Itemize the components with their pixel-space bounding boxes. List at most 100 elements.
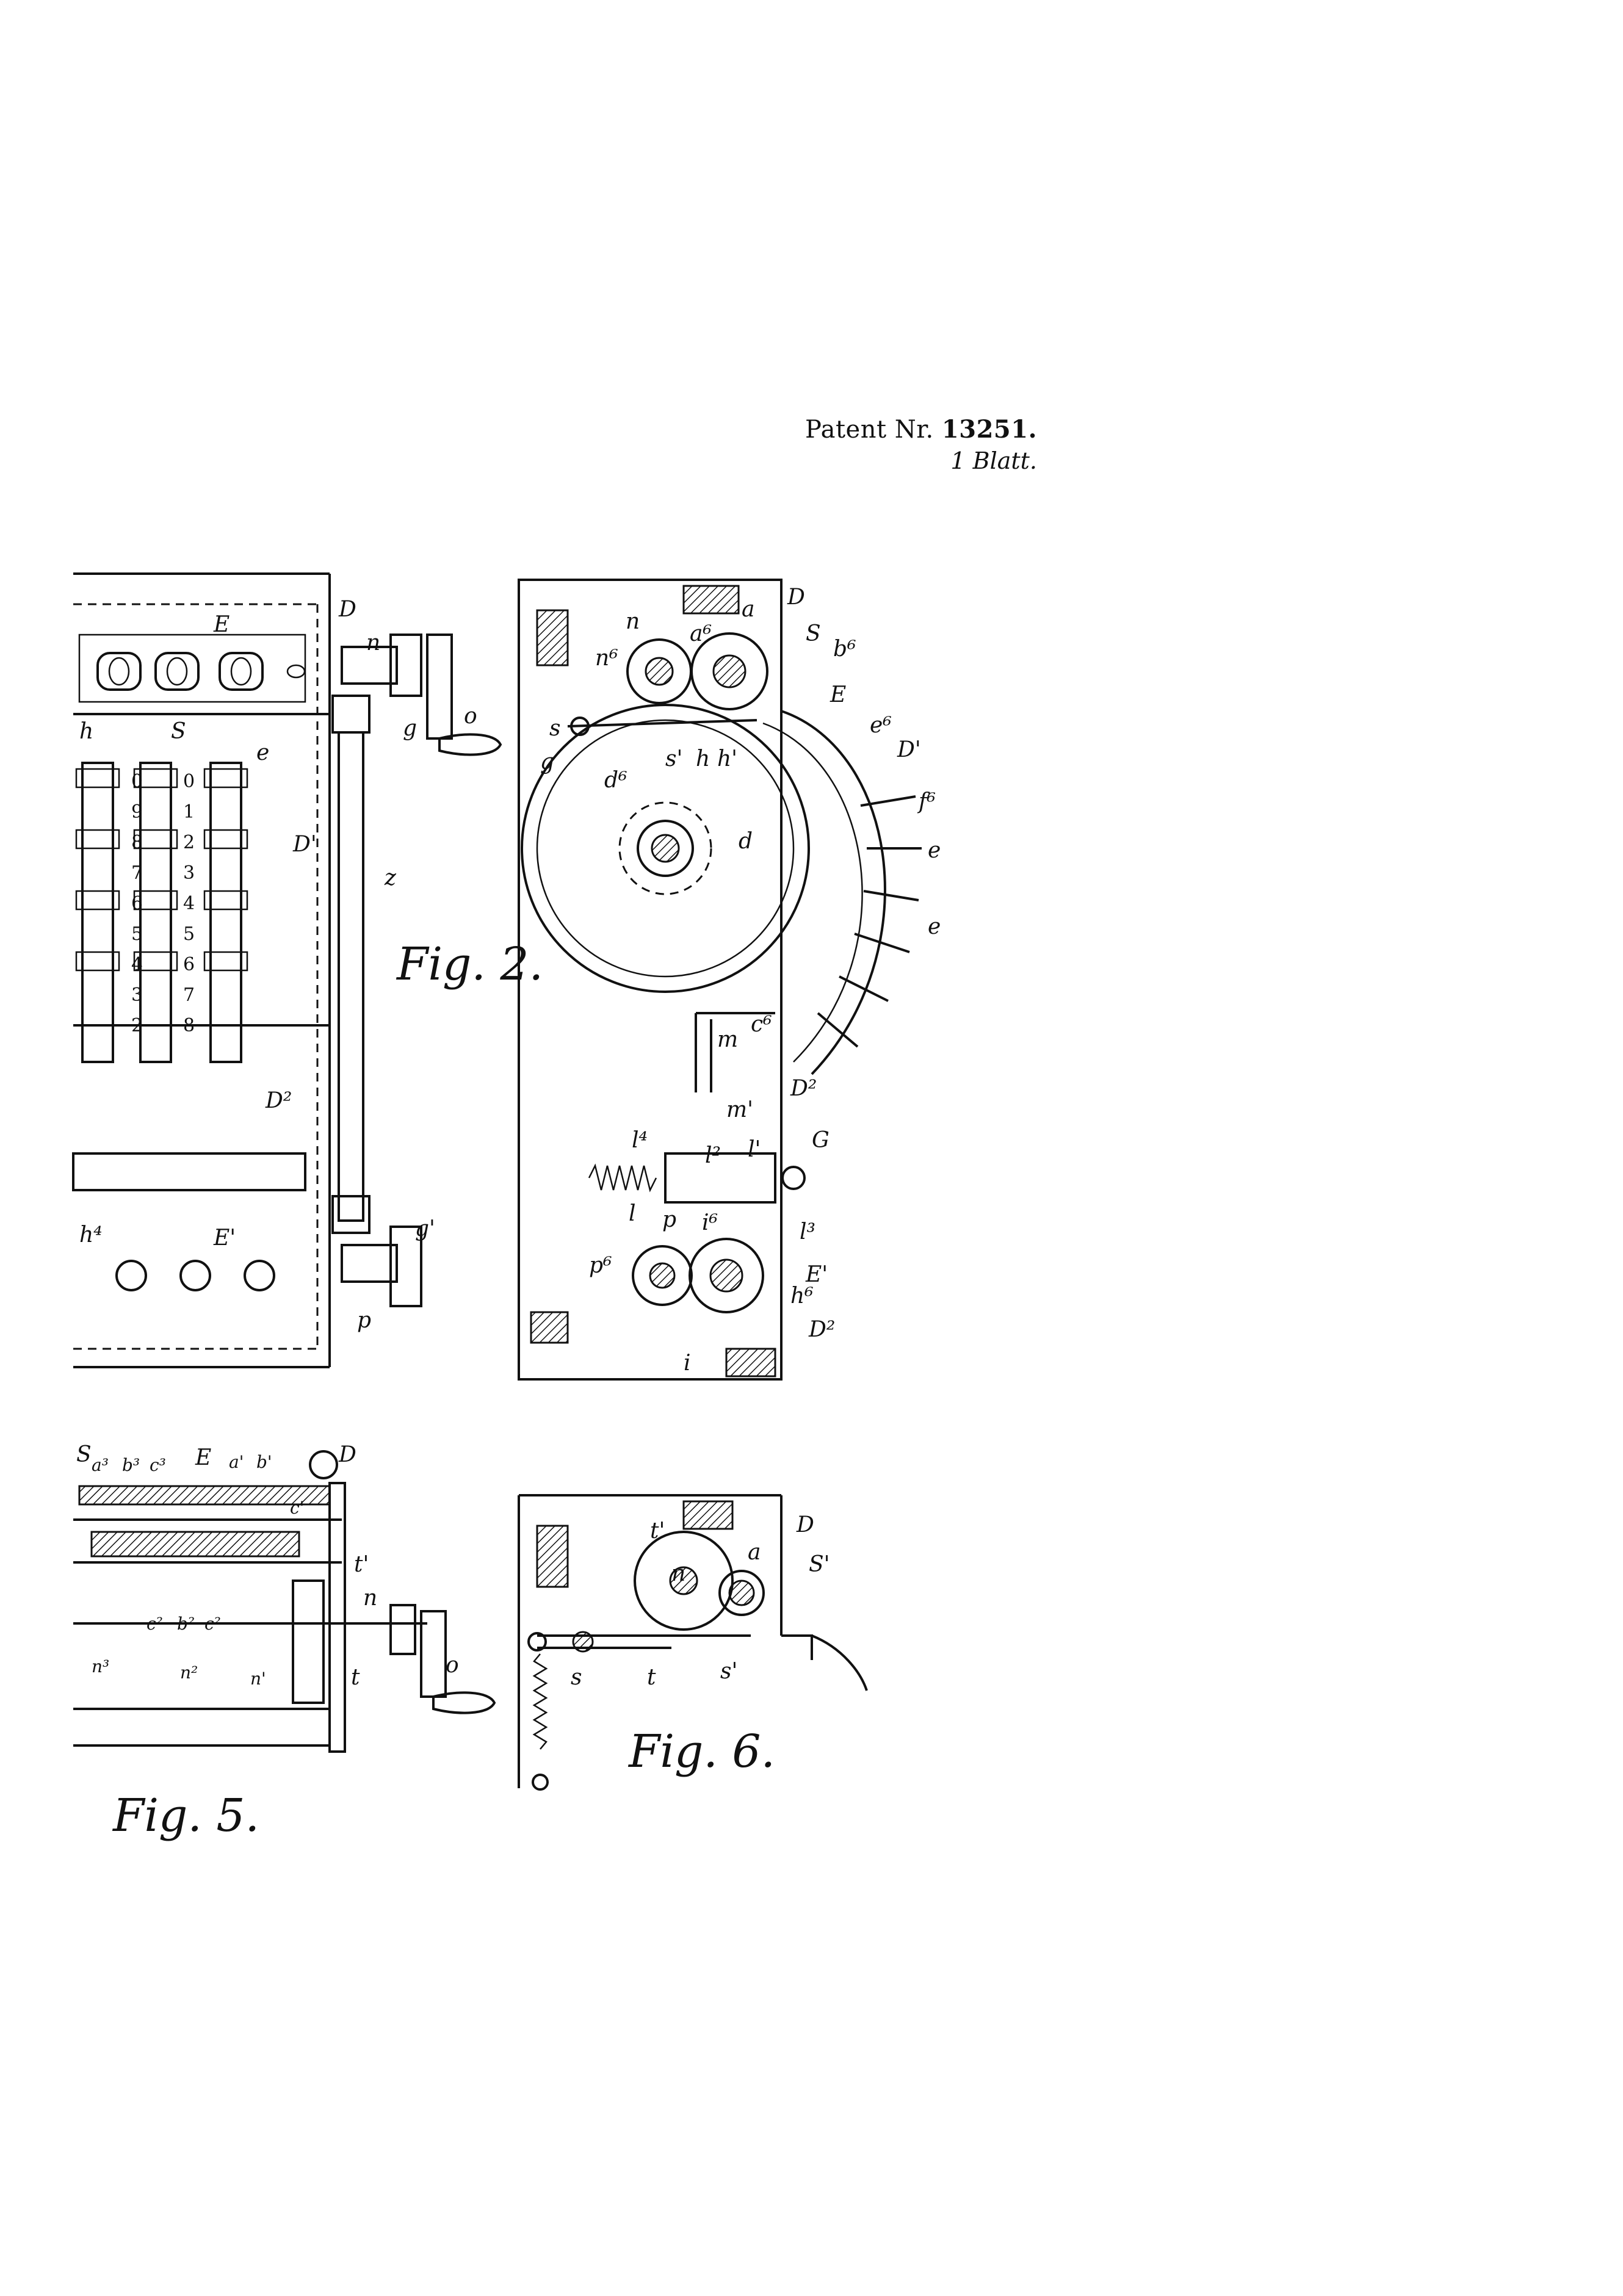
counter-windows-top xyxy=(96,652,306,691)
label-S: S xyxy=(76,1442,92,1467)
label-S: S xyxy=(806,621,821,646)
digit: 6 xyxy=(131,893,143,914)
fig5-section xyxy=(73,1450,496,1753)
patent-number: 13251. xyxy=(941,415,1037,444)
label-s: s xyxy=(549,716,560,741)
gear-p6 xyxy=(632,1245,693,1306)
patent-prefix: Patent Nr. xyxy=(804,416,934,444)
label-a3: a³ xyxy=(92,1455,109,1475)
label-D: D xyxy=(338,597,356,622)
label-l: l xyxy=(629,1201,636,1226)
label-D2: D² xyxy=(265,1088,292,1113)
digit: 5 xyxy=(131,923,143,945)
label-t1: t' xyxy=(354,1552,369,1577)
label-l1: l' xyxy=(748,1137,761,1162)
label-s: s xyxy=(571,1665,582,1690)
digit-rods: 0 9 8 7 6 5 4 3 2 0 1 2 3 4 5 6 7 8 xyxy=(73,762,330,1063)
label-i6: i⁶ xyxy=(702,1210,718,1235)
label-S1: S' xyxy=(809,1552,830,1577)
label-t: t xyxy=(351,1665,360,1690)
digit: 8 xyxy=(183,1015,195,1036)
label-o: o xyxy=(446,1653,459,1678)
digit: 5 xyxy=(183,923,195,945)
label-D: D xyxy=(796,1512,814,1537)
gear-h6 xyxy=(689,1238,764,1313)
label-t1: t' xyxy=(650,1518,665,1543)
label-h1: h' xyxy=(717,746,737,771)
label-c2b: c² xyxy=(204,1614,221,1634)
label-D1: D' xyxy=(292,832,317,857)
label-g1: g' xyxy=(415,1216,435,1241)
label-p: p xyxy=(662,1207,676,1232)
label-n2: n² xyxy=(180,1662,198,1683)
label-h4: h⁴ xyxy=(79,1222,103,1247)
digit: 6 xyxy=(183,954,195,975)
label-t: t xyxy=(647,1665,656,1690)
digit: 2 xyxy=(131,1015,143,1036)
counter-windows-bottom xyxy=(115,1260,275,1291)
patent-number-line: Patent Nr. 13251. xyxy=(805,415,1037,444)
label-n3: n³ xyxy=(92,1656,109,1677)
label-h6: h⁶ xyxy=(790,1283,814,1309)
gear-a6 xyxy=(690,632,768,710)
label-a6: a⁶ xyxy=(690,621,712,646)
label-e6: e⁶ xyxy=(870,713,892,738)
digit: 2 xyxy=(183,832,195,853)
digit: 7 xyxy=(131,862,143,884)
label-c6: c⁶ xyxy=(751,1012,772,1037)
label-h: h xyxy=(79,719,93,744)
label-c2a: c² xyxy=(146,1614,163,1634)
label-s1: s' xyxy=(720,1659,737,1684)
label-G: G xyxy=(812,1128,830,1153)
label-D2: D² xyxy=(808,1317,835,1342)
label-e: e xyxy=(928,914,941,939)
label-a: a xyxy=(742,597,754,622)
label-p6: p⁶ xyxy=(589,1253,612,1278)
label-l2: l² xyxy=(705,1143,721,1168)
label-E: E xyxy=(213,612,230,637)
label-c1: c' xyxy=(290,1498,304,1518)
digit: 0 xyxy=(183,771,195,792)
digit: 8 xyxy=(131,832,143,853)
digit: 7 xyxy=(183,984,195,1006)
label-e: e xyxy=(928,838,941,863)
label-n6: n⁶ xyxy=(595,646,618,671)
digit: 4 xyxy=(131,954,143,975)
label-E: E xyxy=(195,1445,211,1470)
label-d6: d⁶ xyxy=(604,768,627,793)
label-b2: b² xyxy=(177,1614,195,1634)
label-D1: D' xyxy=(897,737,921,762)
label-b3: b³ xyxy=(122,1455,140,1475)
label-d: d xyxy=(739,829,753,854)
wheel-t1 xyxy=(634,1531,734,1631)
label-n: n xyxy=(366,630,380,655)
label-a1: a' xyxy=(229,1452,244,1472)
label-a: a xyxy=(748,1540,761,1565)
digit: 3 xyxy=(131,984,143,1006)
digit: 0 xyxy=(131,771,143,792)
patent-header: Patent Nr. 13251. 1 Blatt. xyxy=(805,415,1037,474)
label-p: p xyxy=(357,1308,371,1333)
label-l3: l³ xyxy=(800,1219,815,1244)
label-i: i xyxy=(684,1351,691,1376)
label-o: o xyxy=(464,704,477,729)
label-g: g xyxy=(403,716,417,741)
sheet-count: 1 Blatt. xyxy=(950,447,1037,474)
fig2-caption: Fig. 2. xyxy=(396,938,543,991)
label-s1: s' xyxy=(665,746,682,771)
label-E1: E' xyxy=(805,1262,828,1287)
label-g: g xyxy=(540,749,554,774)
tens-pins xyxy=(817,795,922,1048)
digit: 4 xyxy=(183,893,195,914)
label-n: n xyxy=(671,1561,685,1586)
digit: 3 xyxy=(183,862,195,884)
digit: 9 xyxy=(131,801,143,823)
label-E1: E' xyxy=(213,1226,236,1251)
label-n1: n' xyxy=(250,1669,266,1689)
label-z: z xyxy=(384,865,397,890)
label-l4: l⁴ xyxy=(632,1128,648,1153)
label-D: D xyxy=(338,1442,356,1467)
fig2-front-view: 0 9 8 7 6 5 4 3 2 0 1 2 3 4 5 6 7 8 xyxy=(72,572,502,1368)
label-D: D xyxy=(787,585,805,610)
